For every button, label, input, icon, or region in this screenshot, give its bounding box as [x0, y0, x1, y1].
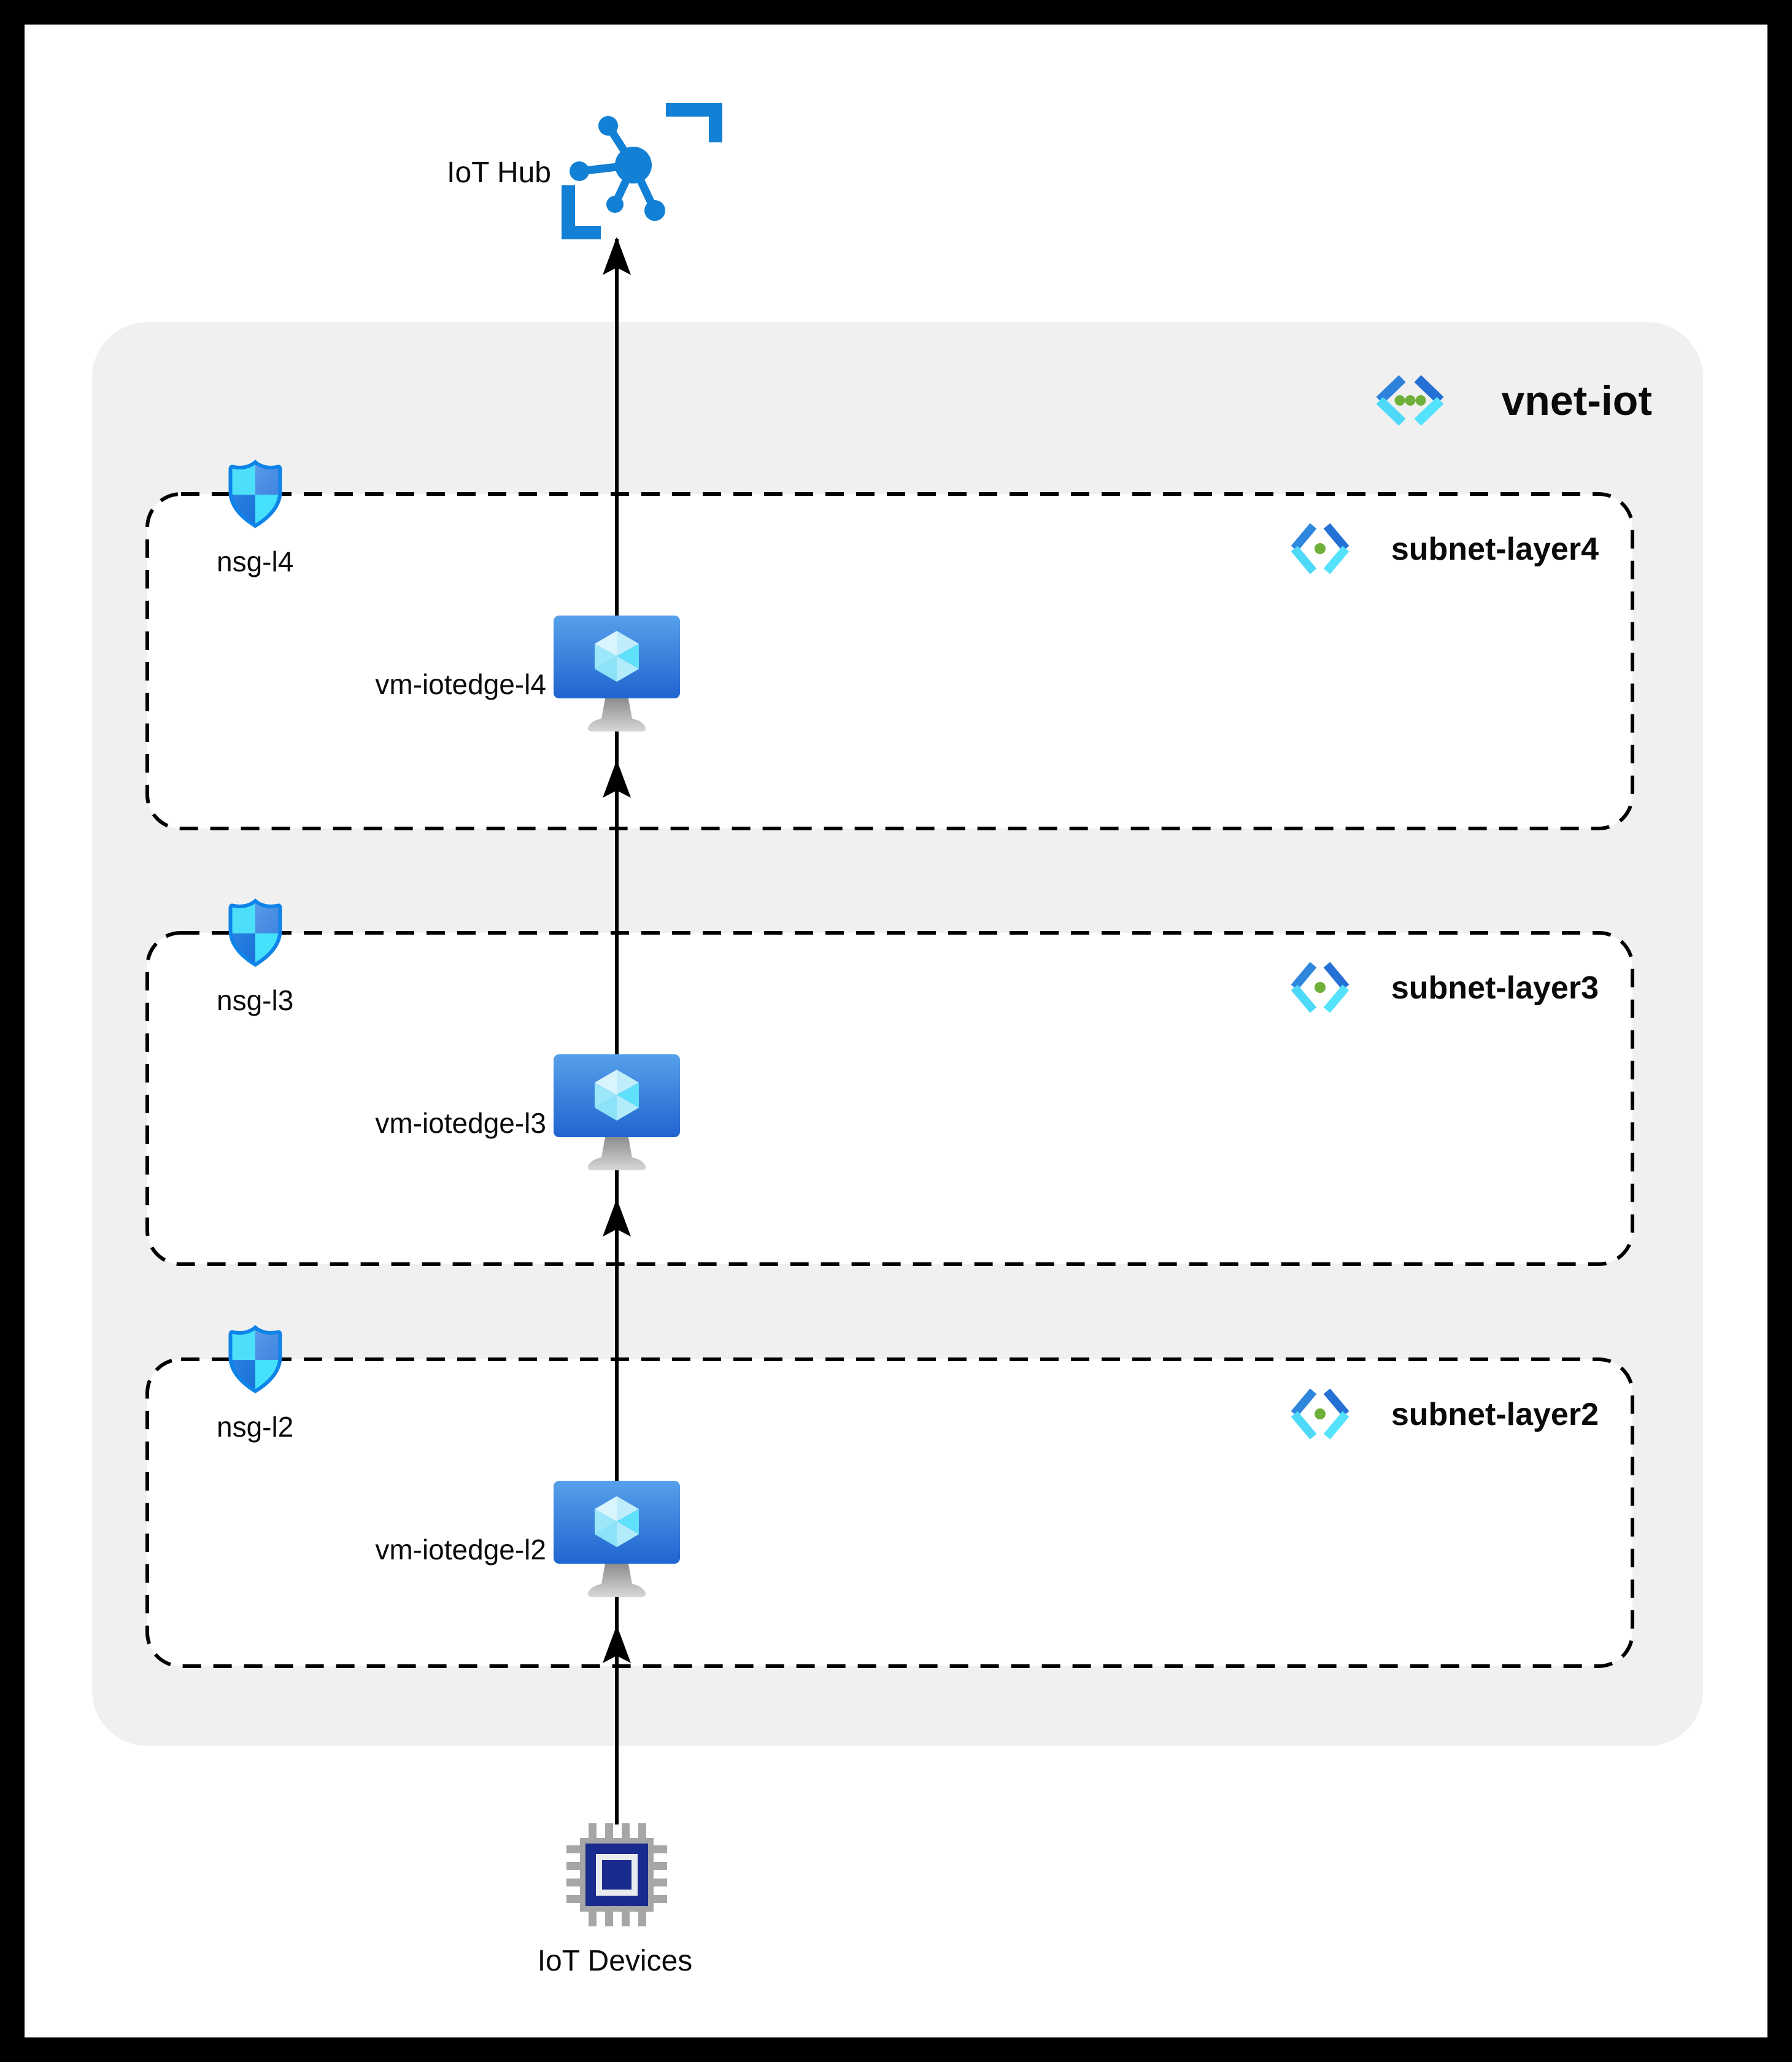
- subnet-icon-l3: [1291, 962, 1350, 1013]
- iot-devices-chip-icon: [566, 1823, 667, 1926]
- subnet-label-l3: subnet-layer3: [1391, 970, 1599, 1006]
- nsg-label-l2: nsg-l2: [217, 1411, 294, 1443]
- nsg-shield-icon-l4: [228, 460, 282, 528]
- vnet-label: vnet-iot: [1501, 377, 1652, 424]
- subnet-box-layer2: [145, 1357, 1634, 1668]
- vm-icon-l4: [554, 616, 680, 732]
- virtual-network-icon: [1376, 375, 1444, 426]
- iot-hub-icon: [562, 103, 722, 239]
- vm-icon-l3: [554, 1054, 680, 1170]
- nsg-label-l4: nsg-l4: [217, 546, 294, 577]
- subnet-box-layer4: [145, 492, 1634, 830]
- vm-label-l3: vm-iotedge-l3: [375, 1107, 546, 1139]
- subnet-icon-l4: [1291, 523, 1350, 574]
- iot-hub-label: IoT Hub: [447, 156, 551, 189]
- vm-label-l2: vm-iotedge-l2: [375, 1534, 546, 1566]
- vm-label-l4: vm-iotedge-l4: [375, 668, 546, 700]
- nsg-label-l3: nsg-l3: [217, 984, 294, 1016]
- arrowhead-to-vm-l2: [603, 1625, 631, 1663]
- subnet-label-l4: subnet-layer4: [1391, 531, 1599, 567]
- nsg-shield-icon-l3: [228, 898, 282, 967]
- subnet-label-l2: subnet-layer2: [1391, 1397, 1599, 1432]
- nsg-shield-icon-l2: [228, 1325, 282, 1394]
- vm-icon-l2: [554, 1481, 680, 1597]
- iot-devices-label: IoT Devices: [537, 1945, 693, 1977]
- subnet-box-layer3: [145, 931, 1634, 1266]
- arrowhead-to-vm-l4: [603, 760, 631, 798]
- arrowhead-to-iot-hub: [603, 237, 631, 275]
- arrowhead-to-vm-l3: [603, 1199, 631, 1237]
- subnet-icon-l2: [1291, 1388, 1350, 1440]
